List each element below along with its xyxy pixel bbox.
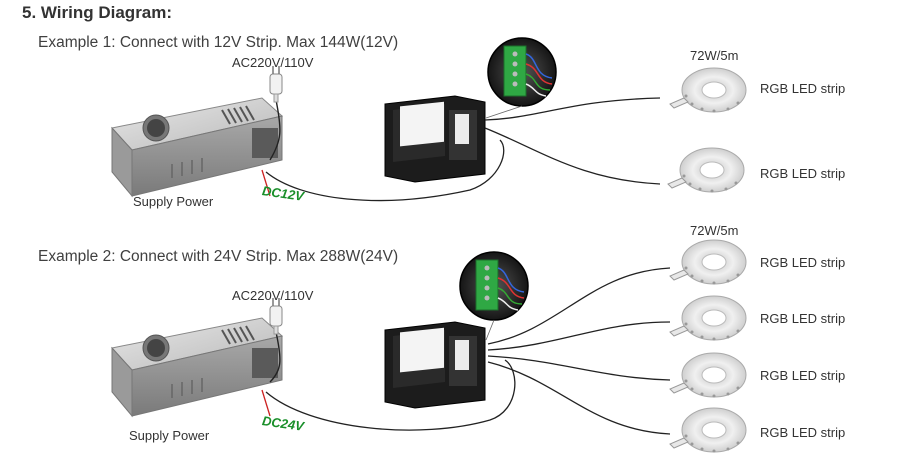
example2-controller <box>384 321 486 409</box>
example1-strip-reel-2 <box>667 147 745 193</box>
example1-supply-label: Supply Power <box>133 194 214 209</box>
example2-output-wire-3 <box>487 355 671 381</box>
example2-dc-wire <box>265 359 516 431</box>
example2-strip-label-3: RGB LED strip <box>760 368 846 383</box>
example1-ac-label: AC220V/110V <box>232 55 314 70</box>
example1-ac-plug-icon <box>269 65 283 103</box>
example1-terminal-zoom <box>487 37 557 107</box>
example1-strip-power: 72W/5m <box>690 48 739 63</box>
example1-dc-wire <box>265 139 505 202</box>
example1-strip-reel-1 <box>669 67 747 113</box>
example2-ac-wire <box>269 331 281 383</box>
example2-terminal-zoom <box>459 251 529 321</box>
example1-dc-red-wire <box>261 169 271 197</box>
example1-strip-label-2: RGB LED strip <box>760 166 846 181</box>
example2-supply-label: Supply Power <box>129 428 210 443</box>
example2-strip-reel-2 <box>669 295 747 341</box>
example2-strip-label-2: RGB LED strip <box>760 311 846 326</box>
example1-psu <box>111 97 283 197</box>
example2-dc-red-wire <box>261 389 271 417</box>
example1-heading: Example 1: Connect with 12V Strip. Max 1… <box>38 34 399 51</box>
example2-output-wire-1 <box>487 267 671 345</box>
example1-ac-wire <box>269 99 281 161</box>
example1-controller <box>384 95 486 183</box>
example1-strip-label-1: RGB LED strip <box>760 81 846 96</box>
example2-output-wire-2 <box>487 321 671 351</box>
example2-strip-reel-3 <box>669 352 747 398</box>
section-title: 5. Wiring Diagram: <box>22 3 173 22</box>
example2-heading: Example 2: Connect with 24V Strip. Max 2… <box>38 248 399 265</box>
example2-psu <box>111 317 283 417</box>
example2-strip-reel-1 <box>669 239 747 285</box>
example2-ac-label: AC220V/110V <box>232 288 314 303</box>
example1-output-wire-1 <box>484 97 661 121</box>
example2-strip-label-1: RGB LED strip <box>760 255 846 270</box>
example2-output-wire-4 <box>487 361 671 435</box>
example2-strip-power: 72W/5m <box>690 223 739 238</box>
example2-strip-reel-4 <box>669 407 747 453</box>
example1-output-wire-2 <box>484 127 661 185</box>
example2-strip-label-4: RGB LED strip <box>760 425 846 440</box>
